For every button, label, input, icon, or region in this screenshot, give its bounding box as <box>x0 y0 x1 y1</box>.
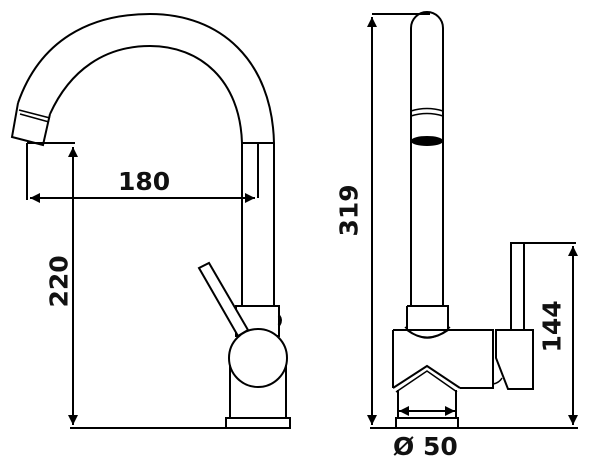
side-view <box>392 11 534 429</box>
base-plate <box>225 417 291 429</box>
dim-label-144: 144 <box>537 300 567 353</box>
lever <box>197 261 250 338</box>
side-view-dimensions <box>367 13 578 429</box>
front-view <box>10 12 291 429</box>
pipe <box>410 11 444 306</box>
spout-outer-arc <box>17 12 275 144</box>
dim-label-220: 220 <box>44 255 74 308</box>
handle-block <box>495 329 534 390</box>
cartridge-circle <box>228 328 288 388</box>
body <box>393 329 494 389</box>
dim-label-319: 319 <box>334 184 364 237</box>
side-base-plate <box>395 417 459 429</box>
dim-label-diameter-50: Ø 50 <box>393 432 458 461</box>
dim-label-180: 180 <box>118 167 171 196</box>
pipe-ring <box>411 136 443 146</box>
handle-stick <box>510 242 525 331</box>
spout-inner-arc <box>49 44 243 144</box>
front-view-dimensions <box>26 142 290 429</box>
spout-tip <box>10 102 51 147</box>
